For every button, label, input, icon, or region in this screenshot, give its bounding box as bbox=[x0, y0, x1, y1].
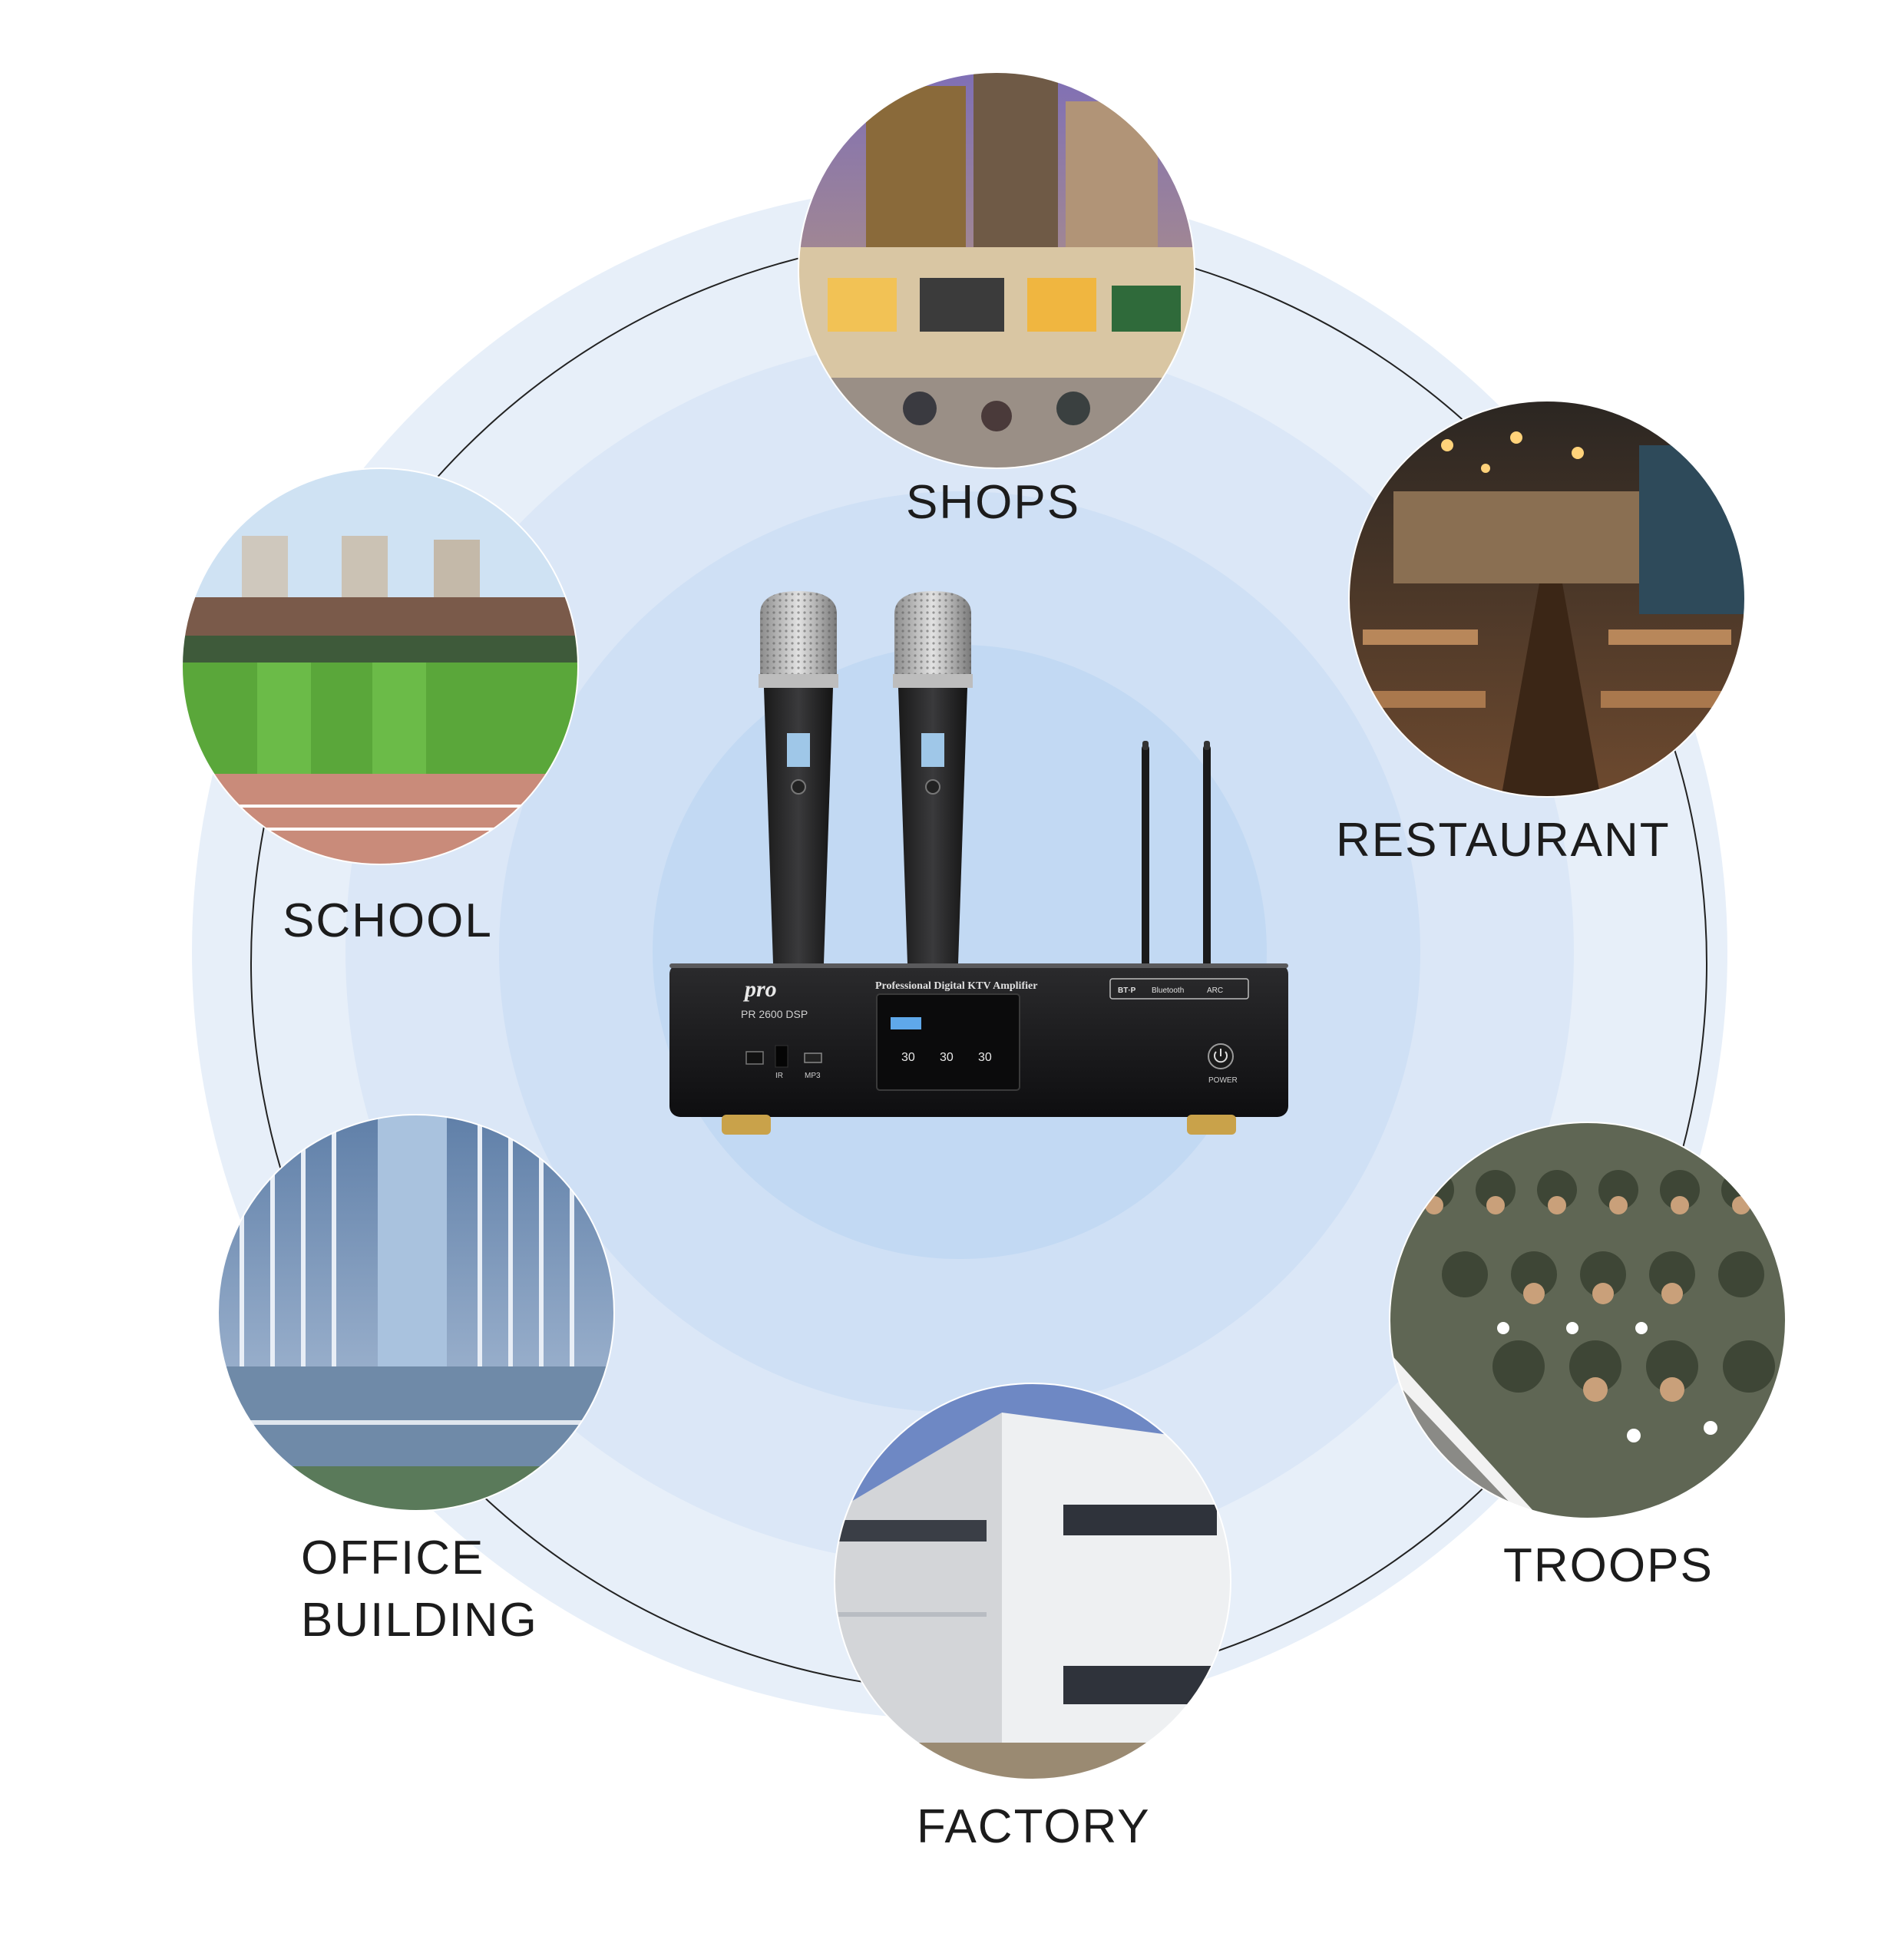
restaurant-photo-icon bbox=[1347, 399, 1747, 798]
shops-photo-icon bbox=[797, 71, 1196, 470]
amplifier-unit: pro PR 2600 DSP Professional Digital KTV… bbox=[669, 963, 1288, 1135]
feature-badge-strip bbox=[1109, 978, 1249, 1000]
power-icon bbox=[1214, 1051, 1228, 1063]
screen-value-2: 30 bbox=[940, 1051, 954, 1064]
power-label: POWER bbox=[1208, 1076, 1238, 1085]
location-label-shops-line1: SHOPS bbox=[906, 476, 1081, 529]
antenna-left-icon bbox=[1142, 741, 1149, 1006]
location-label-school: SCHOOL bbox=[283, 891, 493, 953]
location-label-restaurant-line1: RESTAURANT bbox=[1336, 814, 1671, 867]
troops-photo-icon bbox=[1388, 1121, 1787, 1520]
screen-value-3: 30 bbox=[978, 1051, 992, 1064]
factory-photo-icon bbox=[833, 1382, 1232, 1781]
amplifier-brand-logo: pro bbox=[742, 976, 777, 1002]
badge-arc: ARC bbox=[1207, 986, 1223, 995]
ir-label: IR bbox=[775, 1072, 783, 1080]
location-label-shops: SHOPS bbox=[906, 472, 1080, 534]
wireless-microphone-2-icon bbox=[893, 591, 973, 986]
location-label-restaurant: RESTAURANT bbox=[1336, 810, 1671, 872]
amplifier-model-text: PR 2600 DSP bbox=[741, 1008, 808, 1020]
location-label-office-line2: BUILDING bbox=[301, 1593, 538, 1647]
school-photo-icon bbox=[180, 467, 580, 866]
wireless-microphone-1-icon bbox=[759, 591, 838, 986]
location-label-office-building: OFFICE BUILDING bbox=[301, 1528, 538, 1651]
office-building-photo-icon bbox=[217, 1113, 616, 1512]
location-label-factory-line1: FACTORY bbox=[917, 1800, 1151, 1853]
amplifier-product-image: pro PR 2600 DSP Professional Digital KTV… bbox=[660, 591, 1297, 1152]
amplifier-display-screen bbox=[876, 993, 1020, 1091]
antenna-right-icon bbox=[1203, 741, 1211, 1006]
badge-bluetooth: Bluetooth bbox=[1152, 986, 1184, 995]
ir-window-icon bbox=[775, 1045, 788, 1068]
location-label-school-line1: SCHOOL bbox=[283, 894, 493, 947]
mp3-port-icon bbox=[804, 1052, 822, 1063]
location-label-factory: FACTORY bbox=[917, 1796, 1151, 1859]
mp3-label: MP3 bbox=[805, 1072, 821, 1080]
badge-bt: BT·P bbox=[1118, 986, 1136, 995]
location-label-office-line1: OFFICE bbox=[301, 1532, 485, 1584]
amplifier-headline-text: Professional Digital KTV Amplifier bbox=[875, 980, 1037, 992]
screen-value-1: 30 bbox=[901, 1051, 915, 1064]
location-label-troops: TROOPS bbox=[1503, 1535, 1714, 1598]
usb-port-icon bbox=[745, 1051, 764, 1065]
location-label-troops-line1: TROOPS bbox=[1503, 1539, 1714, 1592]
